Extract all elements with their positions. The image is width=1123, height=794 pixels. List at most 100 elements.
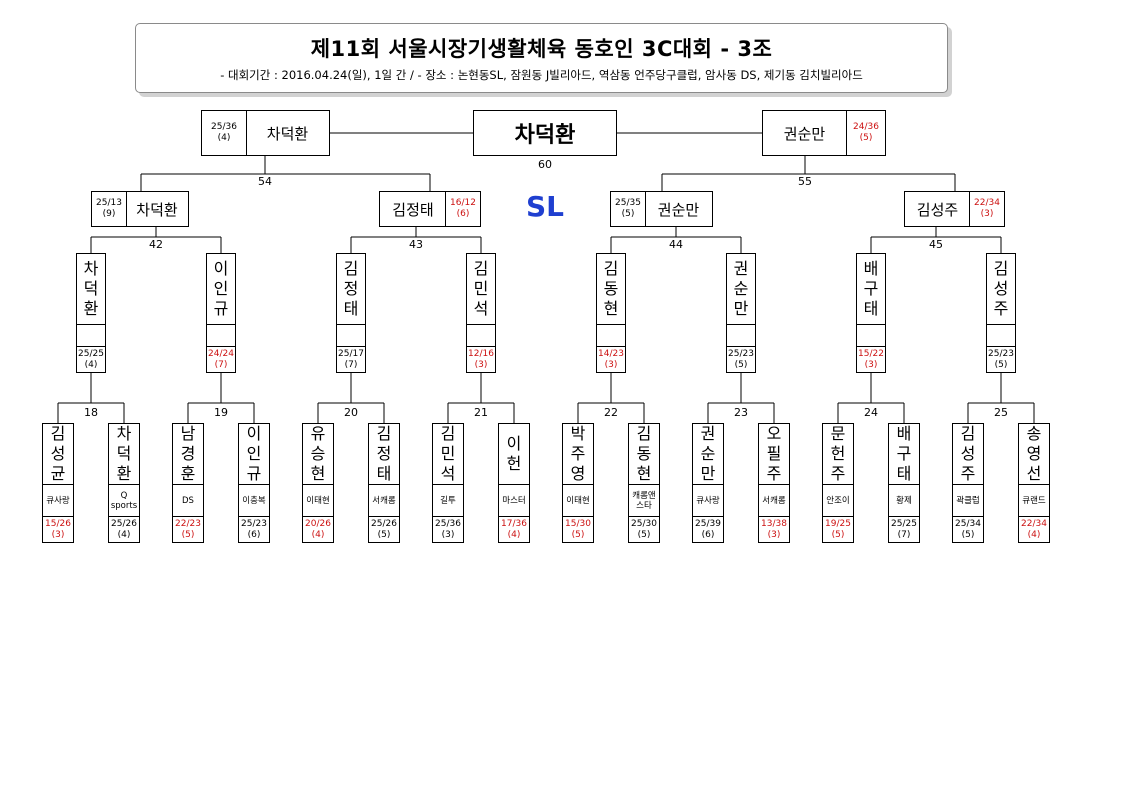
match-number: 24 xyxy=(864,406,878,419)
name-char: 배 xyxy=(896,424,912,443)
score-cell: 25/39(6) xyxy=(693,516,723,542)
score-cell: 22/34(4) xyxy=(1019,516,1049,542)
score-cell: 25/17(7) xyxy=(337,346,365,372)
score-text: 25/13 xyxy=(96,198,122,208)
semifinal-player-box: 25/35(5)권순만 xyxy=(610,191,713,227)
blank-cell xyxy=(987,324,1015,347)
player-name: 권순만 xyxy=(657,200,700,219)
page-subtitle: - 대회기간 : 2016.04.24(일), 1일 간 / - 장소 : 논현… xyxy=(220,68,863,82)
player-name: 권순만 xyxy=(783,124,826,143)
club-name: 큐사랑 xyxy=(693,484,723,517)
score-text: 13/38 xyxy=(761,518,787,529)
blank-cell xyxy=(727,324,755,347)
name-char: 김 xyxy=(440,424,456,443)
inning-text: (3) xyxy=(51,529,65,540)
score-text: 25/39 xyxy=(695,518,721,529)
name-char: 민 xyxy=(473,279,489,298)
name-char: 태 xyxy=(863,299,879,318)
score-cell: 25/26(5) xyxy=(369,516,399,542)
match-number: 54 xyxy=(258,175,272,188)
name-char: 성 xyxy=(960,444,976,463)
name-char: 남 xyxy=(180,424,196,443)
name-char: 박 xyxy=(570,424,586,443)
score-text: 17/36 xyxy=(501,518,527,529)
blank-cell xyxy=(597,324,625,347)
name-char: 석 xyxy=(440,464,456,483)
name-char: 김 xyxy=(993,259,1009,278)
name-char: 차 xyxy=(116,424,132,443)
name-char: 권 xyxy=(733,259,749,278)
inning-text: (3) xyxy=(980,209,994,219)
score-text: 22/34 xyxy=(1021,518,1047,529)
match-number: 55 xyxy=(798,175,812,188)
club-name: 이태현 xyxy=(303,484,333,517)
score-text: 25/25 xyxy=(891,518,917,529)
name-char: 주 xyxy=(766,464,782,483)
name-char: 김 xyxy=(473,259,489,278)
inning-text: (7) xyxy=(344,359,358,370)
name-char: 김 xyxy=(603,259,619,278)
name-char: 유 xyxy=(310,424,326,443)
name-char: 태 xyxy=(376,464,392,483)
score-cell: 22/34(3) xyxy=(969,192,1004,226)
name-char: 이 xyxy=(506,434,522,453)
inning-text: (7) xyxy=(214,359,228,370)
blank-cell xyxy=(857,324,885,347)
blank-cell xyxy=(337,324,365,347)
name-char: 만 xyxy=(733,299,749,318)
score-cell: 25/23(5) xyxy=(727,346,755,372)
inning-text: (3) xyxy=(441,529,455,540)
semifinal-player-box: 25/13(9)차덕환 xyxy=(91,191,189,227)
name-char: 규 xyxy=(246,464,262,483)
name-char: 주 xyxy=(993,299,1009,318)
name-char: 규 xyxy=(213,299,229,318)
score-cell: 14/23(3) xyxy=(597,346,625,372)
name-char: 김 xyxy=(343,259,359,278)
score-cell: 25/13(9) xyxy=(92,192,127,226)
club-name: 큐랜드 xyxy=(1019,484,1049,517)
name-char: 민 xyxy=(440,444,456,463)
name-char: 만 xyxy=(700,464,716,483)
score-cell: 25/34(5) xyxy=(953,516,983,542)
inning-text: (4) xyxy=(84,359,98,370)
name-char: 필 xyxy=(766,444,782,463)
name-char: 구 xyxy=(863,279,879,298)
score-cell: 25/36(4) xyxy=(202,111,247,155)
name-char: 문 xyxy=(830,424,846,443)
match-number: 45 xyxy=(929,238,943,251)
club-name: 길투 xyxy=(433,484,463,517)
score-cell: 25/25(7) xyxy=(889,516,919,542)
match-number: 19 xyxy=(214,406,228,419)
inning-text: (5) xyxy=(831,529,845,540)
match-number: 60 xyxy=(538,158,552,171)
blank-cell xyxy=(467,324,495,347)
score-text: 24/24 xyxy=(208,348,234,359)
club-name: 캐롬앤스타 xyxy=(629,484,659,517)
score-text: 25/26 xyxy=(111,518,137,529)
title-box: 제11회 서울시장기생활체육 동호인 3C대회 - 3조 - 대회기간 : 20… xyxy=(135,23,948,93)
name-char: 정 xyxy=(376,444,392,463)
name-char: 동 xyxy=(636,444,652,463)
match-number: 42 xyxy=(149,238,163,251)
match-number: 44 xyxy=(669,238,683,251)
score-text: 25/23 xyxy=(241,518,267,529)
